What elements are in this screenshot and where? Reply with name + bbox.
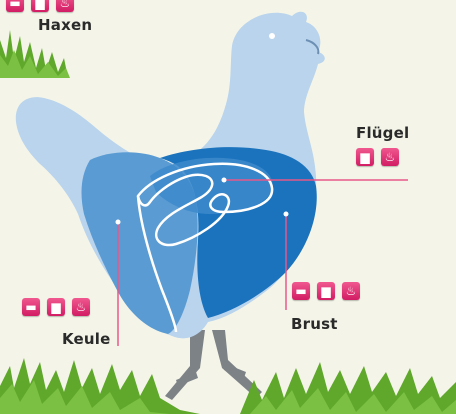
pot-icon[interactable]: ▆: [356, 148, 374, 166]
keule-leader-dot: [116, 220, 121, 225]
grill-icon[interactable]: ♨: [72, 298, 90, 316]
fluegel-leader-dot: [222, 178, 227, 183]
pot-icon[interactable]: ▆: [47, 298, 65, 316]
keule-icon-group: ▬ ▆ ♨: [22, 298, 90, 316]
pot-icon[interactable]: ▆: [31, 0, 49, 12]
grill-icon[interactable]: ♨: [381, 148, 399, 166]
haxen-icon-group: ▬ ▆ ♨: [6, 0, 74, 12]
keule-label: Keule: [62, 330, 111, 348]
grill-icon[interactable]: ♨: [342, 282, 360, 300]
pan-icon[interactable]: ▬: [292, 282, 310, 300]
fluegel-icon-group: ▆ ♨: [356, 148, 399, 166]
pan-icon[interactable]: ▬: [22, 298, 40, 316]
brust-label: Brust: [291, 315, 338, 333]
chicken-eye: [269, 33, 275, 39]
pan-icon[interactable]: ▬: [6, 0, 24, 12]
brust-icon-group: ▬ ▆ ♨: [292, 282, 360, 300]
brust-leader-dot: [284, 212, 289, 217]
fluegel-label: Flügel: [356, 124, 409, 142]
haxen-label: Haxen: [38, 16, 92, 34]
pot-icon[interactable]: ▆: [317, 282, 335, 300]
grill-icon[interactable]: ♨: [56, 0, 74, 12]
